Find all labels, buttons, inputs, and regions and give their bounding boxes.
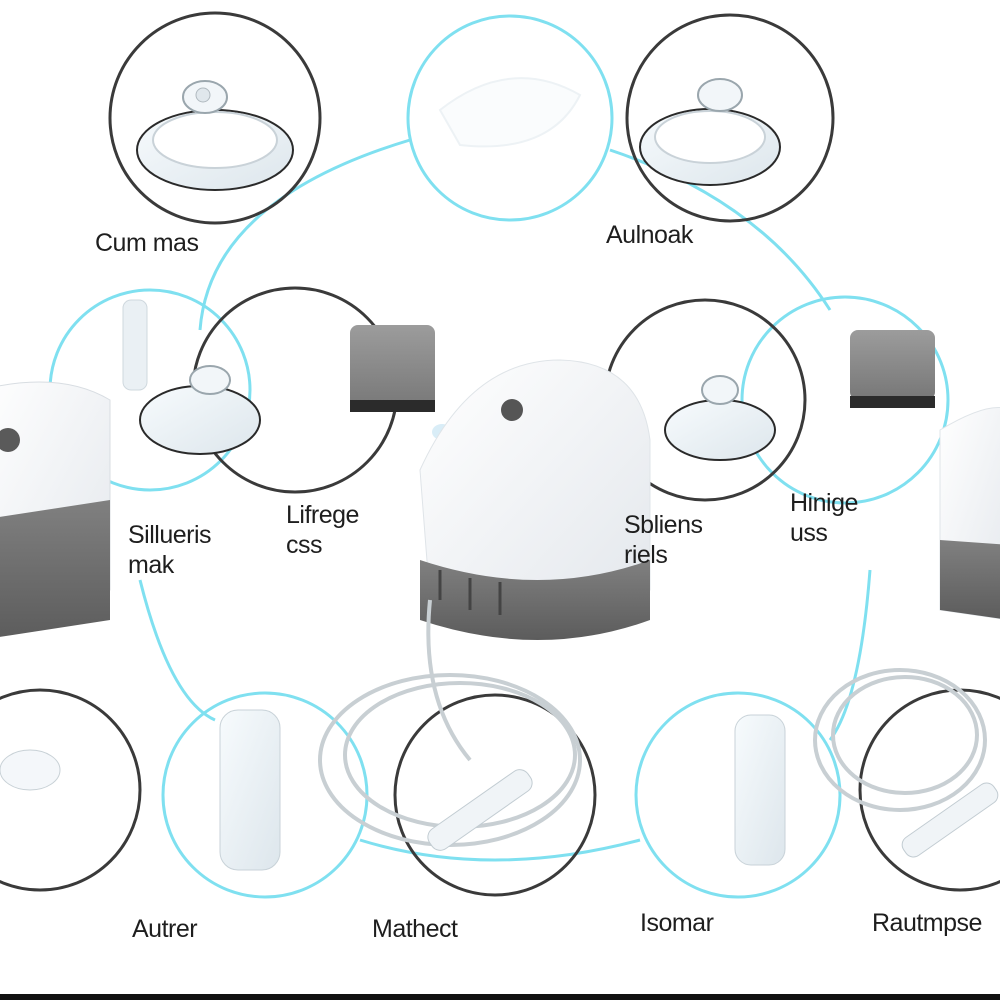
label-mid-left: Sillueris mak: [128, 521, 212, 579]
connector-line: [359, 838, 641, 862]
callout-ring-gray: [0, 688, 142, 892]
mouthpiece-icon: [901, 782, 999, 858]
medicine-cup-icon: [219, 709, 281, 871]
air-filter-icon: [350, 325, 435, 412]
mask-icon: [139, 365, 261, 455]
label-mid-center: Lifrege css: [286, 501, 359, 559]
mask-icon: [664, 375, 776, 461]
label-bottom-right-b: Rautmpse: [872, 909, 982, 937]
medicine-cup-icon: [122, 299, 148, 391]
nebulizer-compressor-icon: [0, 381, 111, 637]
label-bottom-left: Autrer: [132, 915, 198, 943]
label-top-right: Aulnoak: [606, 221, 693, 249]
label-top-left: Cum mas: [95, 229, 199, 257]
tubing-icon: [813, 668, 987, 812]
callout-ring: [406, 14, 614, 222]
mouthpiece-icon: [427, 769, 533, 851]
nebulizer-compressor-icon: [939, 407, 1000, 620]
mask-icon: [0, 749, 61, 791]
bottom-bar: [0, 994, 1000, 1000]
callout-rings: [0, 11, 1000, 899]
medicine-cup-icon: [734, 714, 786, 866]
connector-line: [138, 579, 216, 722]
callout-ring-gray: [108, 11, 322, 225]
mask-icon: [639, 78, 781, 186]
label-mid-right-b: Hinige uss: [790, 489, 858, 547]
connector-line: [828, 569, 872, 741]
label-mid-right-a: Sbliens riels: [624, 511, 703, 569]
callout-ring-gray: [393, 693, 597, 897]
mask-icon: [136, 80, 294, 191]
label-bottom-right-a: Isomar: [640, 909, 714, 937]
callout-ring: [740, 295, 950, 505]
connector-line: [198, 138, 411, 331]
label-bottom-center: Mathect: [372, 915, 458, 943]
nebulizer-compressor-icon: [419, 359, 651, 640]
callout-ring: [634, 691, 842, 899]
callout-ring-gray: [625, 13, 835, 223]
disc-icon: [438, 77, 582, 148]
air-filter-icon: [850, 330, 935, 408]
